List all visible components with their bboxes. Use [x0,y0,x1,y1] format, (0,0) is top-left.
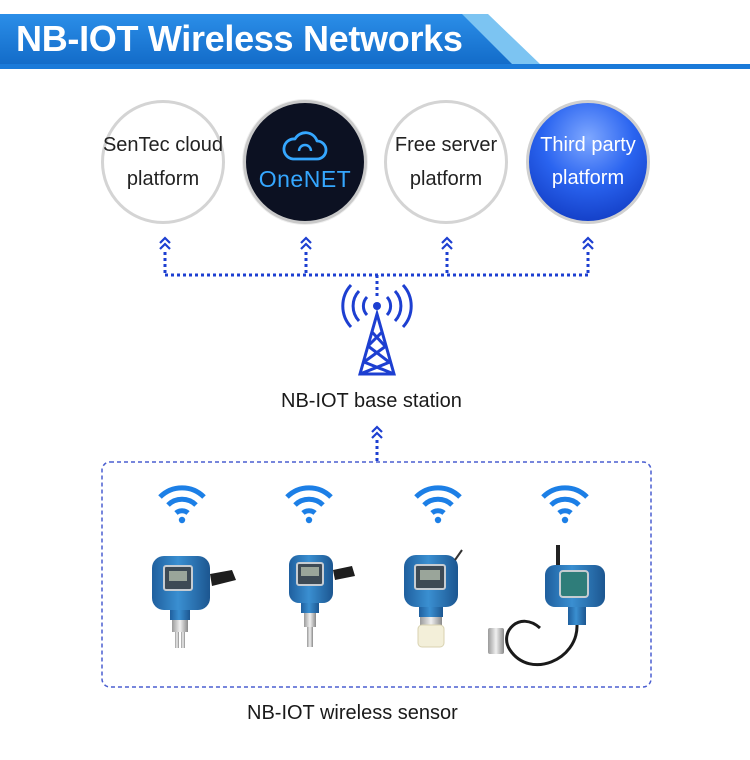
platform-label: SenTec cloud [102,134,224,156]
cell-tower-icon [341,283,413,376]
platform-label: platform [126,168,200,190]
sensor-device-2 [289,555,355,647]
sensor-device-3 [404,549,463,648]
platform-sentec-cloud: SenTec cloud platform [101,100,225,224]
page-title: NB-IOT Wireless Networks [16,18,463,59]
sensor-label: NB-IOT wireless sensor [247,702,458,724]
platform-third-party: Third party platform [526,100,650,224]
onenet-logo-text: OneNET [258,166,352,192]
wifi-icon [287,488,331,523]
platform-label: platform [409,168,483,190]
cloud-icon [282,131,328,161]
base-station-label: NB-IOT base station [281,390,462,412]
wifi-icon [543,488,587,523]
platform-label: Third party [540,134,636,156]
wifi-icon [160,488,204,523]
platform-label: Free server [394,134,498,156]
platform-free-server: Free server platform [384,100,508,224]
sensor-device-1 [152,556,236,648]
sensor-device-4 [488,545,605,667]
sensor-group-box [101,461,652,688]
wifi-icon [416,488,460,523]
platform-onenet: OneNET [243,100,367,224]
onenet-logo: OneNET [259,131,351,193]
platform-label: platform [551,167,625,189]
header-banner [0,14,750,69]
